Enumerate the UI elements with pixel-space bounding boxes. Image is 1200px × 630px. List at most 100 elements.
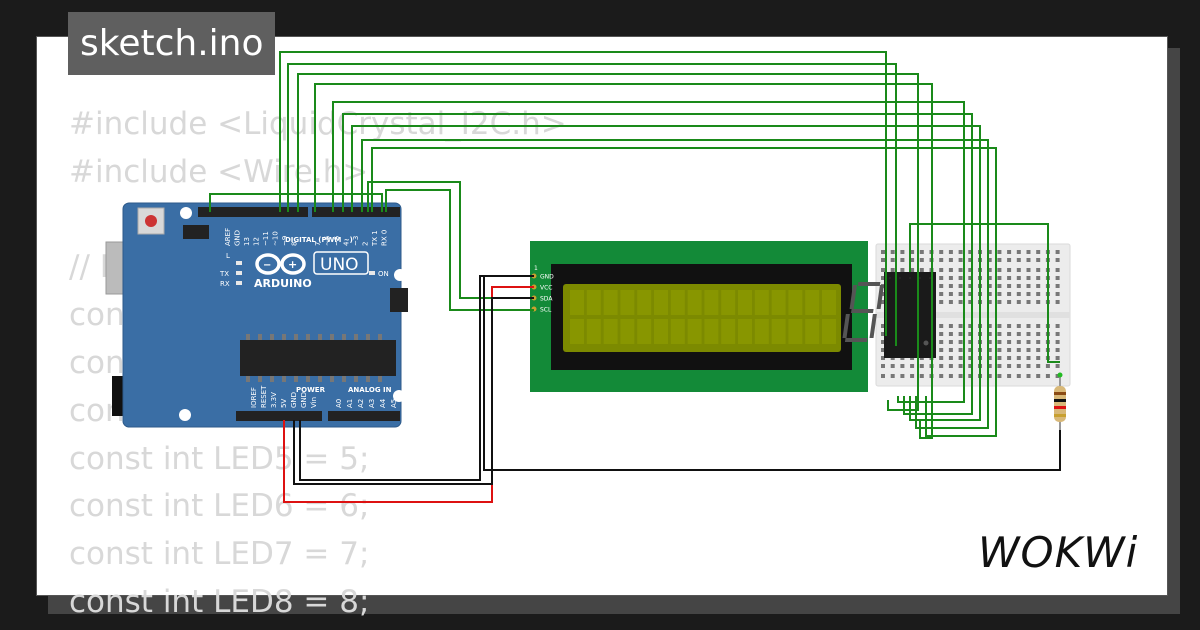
lcd-cell xyxy=(586,290,601,315)
code-line: const int LED6 = 6; xyxy=(69,488,370,525)
lcd-cell xyxy=(721,290,736,315)
led-label-rx: RX xyxy=(220,280,230,288)
wire xyxy=(332,101,965,403)
wire xyxy=(283,286,534,503)
lcd-cell xyxy=(670,290,685,315)
lcd-pin-label: SCL xyxy=(540,307,552,314)
analog-pin-label: A4 xyxy=(379,398,387,408)
wire xyxy=(909,223,1049,338)
atmega-chip xyxy=(240,340,396,376)
wire xyxy=(297,73,919,411)
board-model: UNO xyxy=(320,255,359,275)
lcd-cell xyxy=(771,319,786,344)
reset-button-cap xyxy=(145,215,157,227)
digital-pin-label: TX 1 xyxy=(371,230,379,247)
code-line: const int LED7 = 7; xyxy=(69,536,370,573)
file-tab[interactable]: sketch.ino xyxy=(68,12,276,75)
lcd-cell xyxy=(570,290,584,315)
lcd-cell xyxy=(704,319,719,344)
lcd-cell xyxy=(586,319,601,344)
arduino-minus: − xyxy=(263,260,271,271)
lcd-cell xyxy=(721,319,736,344)
power-pin-label: 5V xyxy=(280,399,288,408)
wire xyxy=(1047,338,1060,363)
led-label-tx: TX xyxy=(219,270,229,278)
digital-pin-label: ~5 xyxy=(333,236,341,246)
lcd-cell xyxy=(570,319,584,344)
led-label-on: ON xyxy=(378,270,389,278)
lcd-cell xyxy=(822,290,836,315)
lcd-cell xyxy=(603,290,618,315)
lcd-cell xyxy=(788,319,803,344)
wire xyxy=(342,113,973,415)
power-pin-label: GND xyxy=(290,392,298,408)
digital-header-right xyxy=(312,207,400,217)
arduino-plus: + xyxy=(288,258,297,271)
digital-pin-label: ~9 xyxy=(281,236,289,246)
wire xyxy=(385,189,534,311)
digital-pwm-label: DIGITAL (PWM ~) xyxy=(285,236,353,244)
code-line: #include <LiquidCrystal_I2C.h> xyxy=(69,106,567,142)
wire xyxy=(287,63,897,346)
wokwi-logo: WOKWi xyxy=(978,528,1137,577)
wire xyxy=(351,125,981,421)
wires xyxy=(209,51,1061,503)
lcd-cell xyxy=(805,319,820,344)
lcd-cell xyxy=(805,290,820,315)
lcd-cell xyxy=(738,319,752,344)
power-pin-label: IOREF xyxy=(250,387,258,408)
lcd-cell xyxy=(788,290,803,315)
code-background: #include <LiquidCrystal_I2C.h>#include <… xyxy=(69,101,567,627)
lcd-pin-label: GND xyxy=(540,274,554,281)
lcd-cell xyxy=(704,290,719,315)
board-brand: ARDUINO xyxy=(254,277,312,290)
lcd-cell xyxy=(620,290,635,315)
seven-segment-display[interactable] xyxy=(842,272,936,358)
digital-pin-label: 7 xyxy=(314,242,322,246)
arduino-uno-board[interactable]: − + UNO ARDUINO DIGITAL (PWM ~) POWER AN… xyxy=(105,202,408,428)
analog-pin-label: A5 xyxy=(390,399,398,408)
lcd-cell xyxy=(687,319,702,344)
analog-header xyxy=(328,411,400,421)
digital-pin-label: AREF xyxy=(224,228,232,246)
lcd-cell xyxy=(637,319,652,344)
lcd-pin-header: 1 xyxy=(534,265,538,272)
wire xyxy=(293,297,534,485)
lcd-cell xyxy=(654,319,668,344)
digital-pin-label: RX 0 xyxy=(381,230,389,246)
analog-pin-label: A2 xyxy=(357,399,365,408)
lcd-cell xyxy=(687,290,702,315)
lcd-pin-label: SDA xyxy=(540,296,553,303)
digital-pin-label: ~3 xyxy=(352,236,360,246)
analog-pin-label: A1 xyxy=(346,399,354,408)
lcd-cell xyxy=(603,319,618,344)
digital-pin-label: ~10 xyxy=(272,231,280,246)
code-line: const int LED5 = 5; xyxy=(69,440,370,477)
lcd-cell xyxy=(670,319,685,344)
power-label: POWER xyxy=(296,386,326,394)
wire xyxy=(314,83,933,439)
analog-pin-label: A0 xyxy=(335,399,343,408)
digital-pin-label: ~6 xyxy=(324,235,332,246)
wire xyxy=(209,193,383,212)
lcd-cell xyxy=(620,319,635,344)
lcd-cell xyxy=(771,290,786,315)
segment-digit xyxy=(842,282,929,346)
analog-in-label: ANALOG IN xyxy=(348,386,392,394)
power-header xyxy=(236,411,322,421)
power-pin-label: Vin xyxy=(310,397,318,408)
lcd-character-cells xyxy=(570,290,836,344)
wire xyxy=(483,275,1061,471)
wire xyxy=(371,147,997,437)
lcd-cell xyxy=(754,290,769,315)
digital-pin-label: 8 xyxy=(291,242,299,246)
resistor[interactable] xyxy=(1054,372,1066,431)
power-pin-label: GND xyxy=(300,392,308,408)
digital-pin-label: 13 xyxy=(243,237,251,246)
power-pin-label: 3.3V xyxy=(270,392,278,408)
power-pin-label: RESET xyxy=(260,385,268,408)
